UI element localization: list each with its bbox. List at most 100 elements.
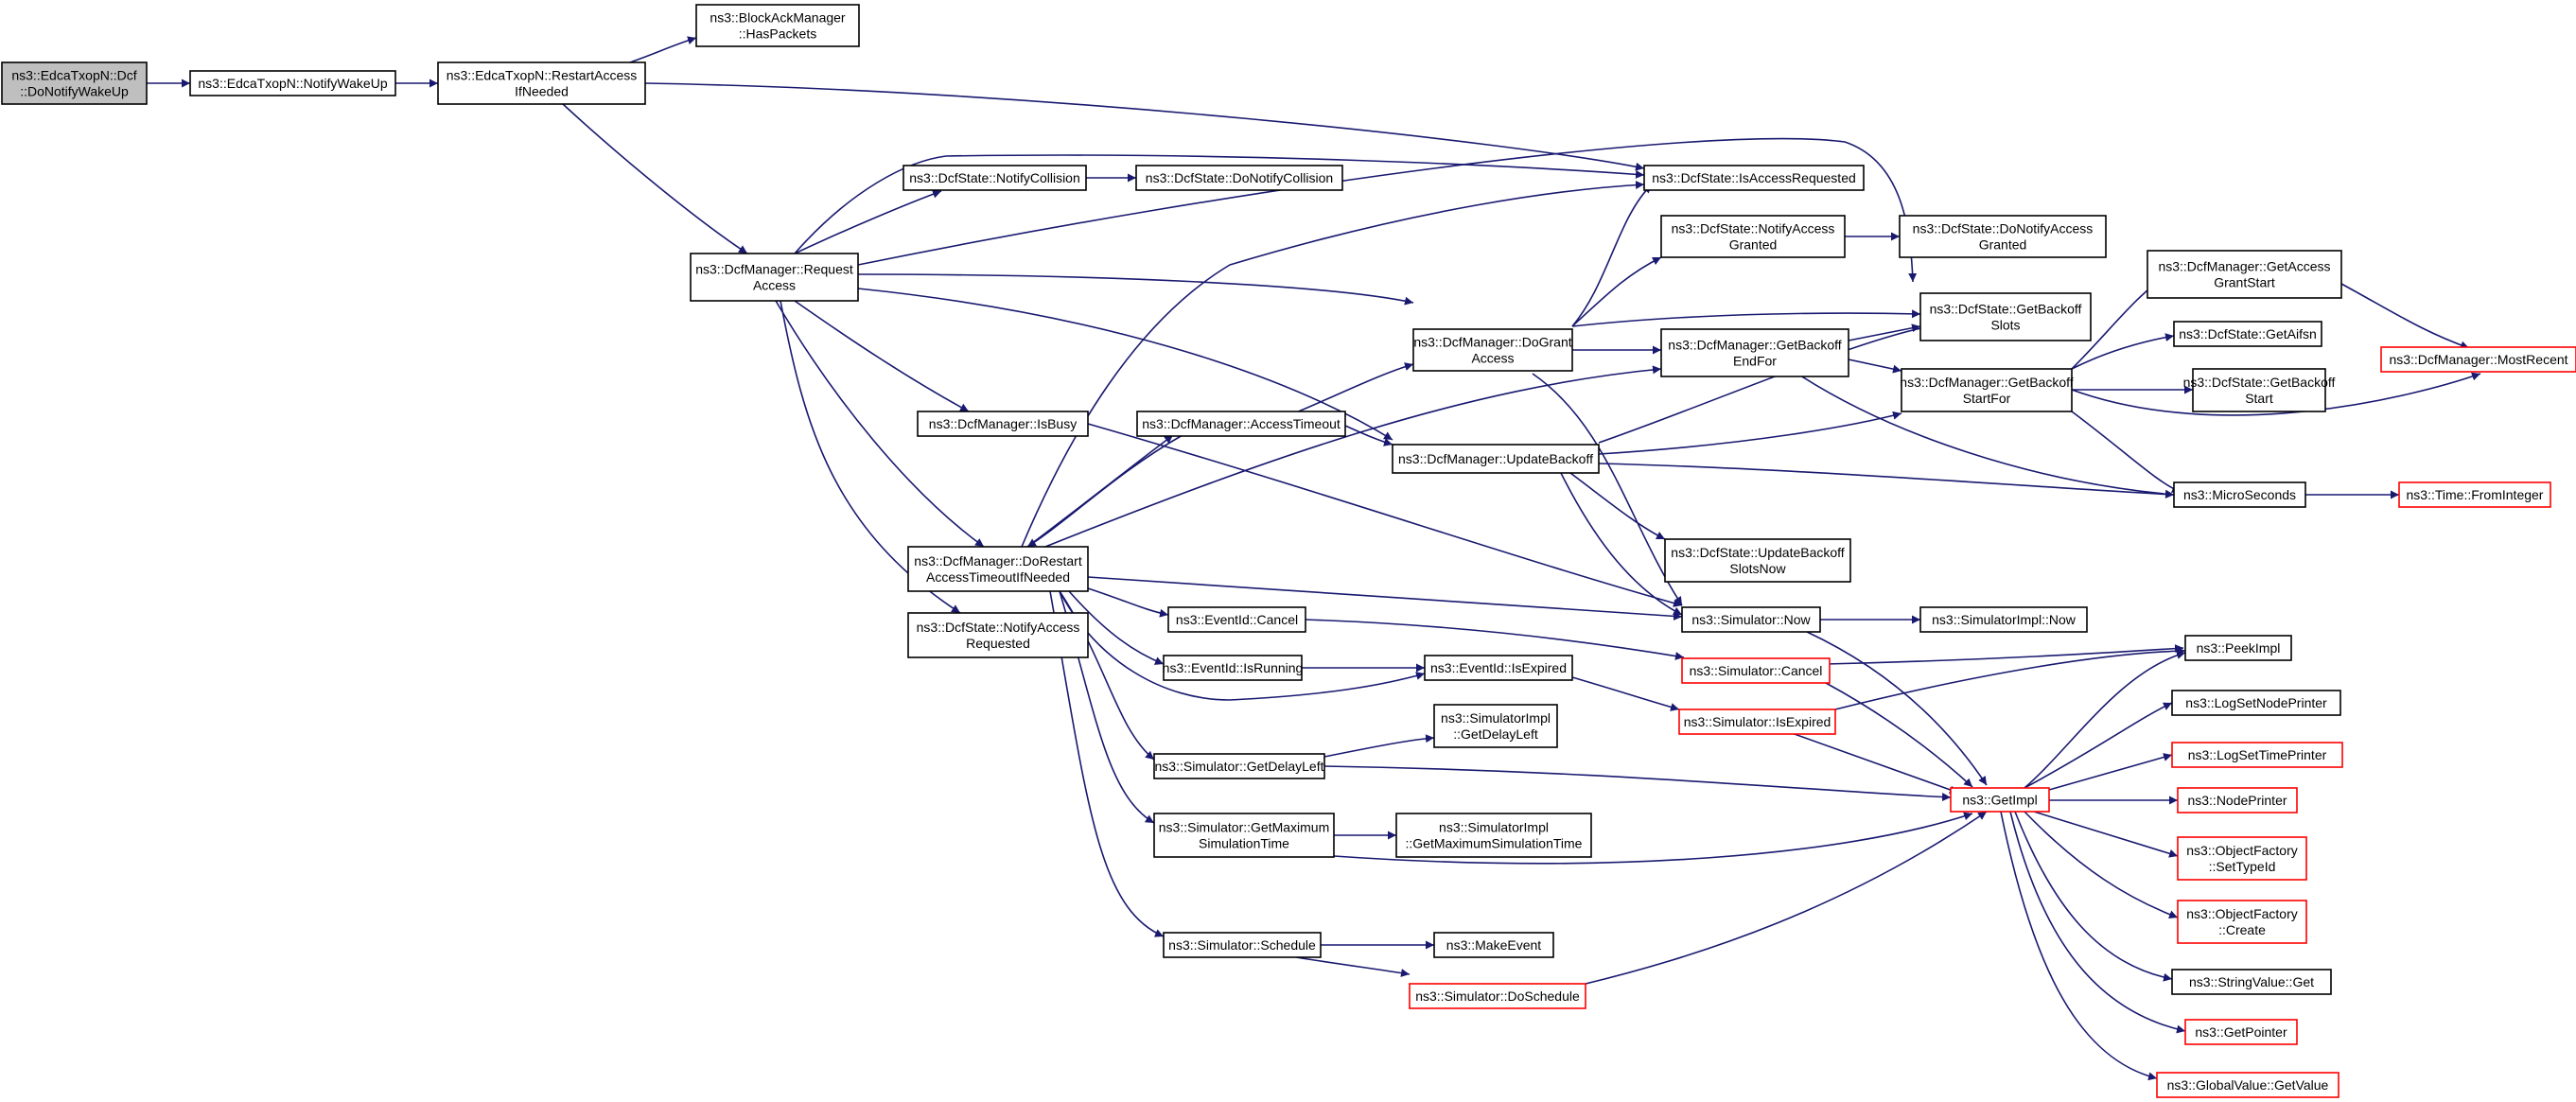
node-box: [1392, 444, 1600, 474]
edge-mostrecent-from-getaccessgrantstart: [2340, 283, 2470, 350]
node-label-line: Slots: [1990, 318, 2020, 333]
node-nodeprinter[interactable]: ns3::NodePrinter: [2177, 787, 2298, 813]
edge-getbackoffendfor-from-dorestart: [1040, 365, 1662, 550]
node-label-line: ns3::DcfManager::GetAccess: [2158, 259, 2330, 274]
node-eventid-isexpired[interactable]: ns3::EventId::IsExpired: [1424, 655, 1573, 681]
node-label-line: ns3::Simulator::Now: [1691, 612, 1811, 627]
edge-getimpl-from-getmaximum: [1333, 812, 1973, 865]
node-objectfactory-create[interactable]: ns3::ObjectFactory::Create: [2177, 900, 2307, 944]
node-simulator-now[interactable]: ns3::Simulator::Now: [1681, 606, 1821, 633]
edge-peekimpl-from-simulatorisexpired: [1834, 646, 2186, 710]
node-label-line: ns3::DcfManager::DoRestart: [914, 553, 1082, 568]
node-simulator-getdelayleft[interactable]: ns3::Simulator::GetDelayLeft: [1153, 753, 1325, 779]
node-box: [1163, 655, 1303, 681]
node-simulatorimpl-getmaximumsimulationtime[interactable]: ns3::SimulatorImpl::GetMaximumSimulation…: [1395, 813, 1592, 858]
edge-isaccessrequested-from-dogrant: [1571, 184, 1653, 327]
node-getimpl[interactable]: ns3::GetImpl: [1950, 787, 2050, 813]
node-box: [1163, 932, 1322, 958]
node-dcfstate-donotifycollision[interactable]: ns3::DcfState::DoNotifyCollision: [1135, 165, 1343, 191]
node-label-line: ::DoNotifyWakeUp: [20, 84, 129, 99]
node-box: [695, 4, 860, 47]
node-logsetnodeprinter[interactable]: ns3::LogSetNodePrinter: [2171, 690, 2341, 716]
node-globalvalue-getvalue[interactable]: ns3::GlobalValue::GetValue: [2156, 1072, 2339, 1098]
edge-now-from-isbusy: [1087, 423, 1683, 607]
node-box: [2192, 368, 2326, 412]
node-label-line: ::HasPackets: [739, 26, 816, 42]
node-peekimpl[interactable]: ns3::PeekImpl: [2184, 635, 2292, 661]
node-dcfmanager-isbusy[interactable]: ns3::DcfManager::IsBusy: [917, 411, 1089, 437]
node-simulatorimpl-now[interactable]: ns3::SimulatorImpl::Now: [1919, 606, 2088, 633]
edge-objectfactorycreate-from-getimpl: [2024, 811, 2179, 918]
node-box: [1409, 983, 1586, 1009]
node-box: [1153, 813, 1335, 858]
node-label-line: ns3::Simulator::Cancel: [1690, 663, 1823, 678]
node-label-line: ns3::DcfManager::IsBusy: [929, 416, 1077, 431]
node-eventid-isrunning[interactable]: ns3::EventId::IsRunning: [1163, 655, 1304, 681]
node-label-line: ns3::BlockAckManager: [710, 10, 846, 26]
node-dcfmanager-dorestartaccesstimeoutifneeded[interactable]: ns3::DcfManager::DoRestartAccessTimeoutI…: [907, 546, 1089, 592]
node-edcatxopn-notifywakeup[interactable]: ns3::EdcaTxopN::NotifyWakeUp: [189, 70, 396, 96]
node-dcfmanager-mostrecent[interactable]: ns3::DcfManager::MostRecent: [2380, 346, 2576, 373]
edge-getpointer-from-getimpl: [2009, 811, 2186, 1034]
node-box: [1681, 657, 1831, 684]
node-box: [1433, 932, 1554, 958]
edge-peekimpl-from-getimpl: [2024, 651, 2186, 789]
node-simulator-cancel[interactable]: ns3::Simulator::Cancel: [1681, 657, 1831, 684]
node-simulatorimpl-getdelayleft[interactable]: ns3::SimulatorImpl::GetDelayLeft: [1433, 704, 1558, 748]
node-simulator-schedule[interactable]: ns3::Simulator::Schedule: [1163, 932, 1322, 958]
node-box: [2147, 250, 2342, 299]
node-makeevent[interactable]: ns3::MakeEvent: [1433, 932, 1554, 958]
edge-peekimpl-from-simulatorcancel: [1825, 644, 2184, 665]
node-dcfmanager-accesstimeout[interactable]: ns3::DcfManager::AccessTimeout: [1136, 411, 1346, 437]
node-label-line: ns3::LogSetTimePrinter: [2188, 747, 2327, 762]
edge-haspackets-from-restartaccess: [623, 36, 697, 65]
node-label-line: ns3::NodePrinter: [2187, 793, 2287, 808]
node-logsettimeprinter[interactable]: ns3::LogSetTimePrinter: [2171, 742, 2343, 768]
edge-getaifsn-from-getbackoffstartfor: [2071, 333, 2175, 370]
node-label-line: ns3::GlobalValue::GetValue: [2167, 1077, 2329, 1093]
node-label-line: ::SetTypeId: [2209, 859, 2276, 874]
node-dcfstate-getaifsn[interactable]: ns3::DcfState::GetAifsn: [2173, 321, 2322, 347]
node-stringvalue-get[interactable]: ns3::StringValue::Get: [2171, 969, 2332, 995]
node-getpointer[interactable]: ns3::GetPointer: [2184, 1019, 2298, 1045]
node-label-line: ns3::DcfState::NotifyCollision: [909, 170, 1080, 185]
node-label-line: ns3::ObjectFactory: [2186, 906, 2298, 921]
node-simulator-isexpired[interactable]: ns3::Simulator::IsExpired: [1678, 708, 1836, 735]
node-label-line: ::GetDelayLeft: [1453, 726, 1538, 742]
edge-requestaccess-from-restartaccess: [562, 103, 748, 254]
node-box: [189, 70, 396, 96]
node-box: [1135, 165, 1343, 191]
node-time-frominteger[interactable]: ns3::Time::FromInteger: [2398, 481, 2551, 508]
node-label-line: Access: [753, 278, 796, 293]
node-eventid-cancel[interactable]: ns3::EventId::Cancel: [1167, 606, 1306, 633]
node-label-line: ns3::DcfState::DoNotifyAccess: [1913, 221, 2094, 236]
node-dcfstate-notifycollision[interactable]: ns3::DcfState::NotifyCollision: [902, 165, 1087, 191]
node-box: [1660, 328, 1849, 377]
node-edcatxopn-dcf-donotifywakeup[interactable]: ns3::EdcaTxopN::Dcf::DoNotifyWakeUp: [1, 61, 148, 105]
node-dcfmanager-updatebackoff[interactable]: ns3::DcfManager::UpdateBackoff: [1392, 444, 1600, 474]
node-label-line: ns3::EdcaTxopN::RestartAccess: [447, 68, 638, 83]
node-dcfstate-isaccessrequested[interactable]: ns3::DcfState::IsAccessRequested: [1643, 165, 1865, 191]
node-simulator-getmaximumsimulationtime[interactable]: ns3::Simulator::GetMaximumSimulationTime: [1153, 813, 1335, 858]
node-microseconds[interactable]: ns3::MicroSeconds: [2173, 481, 2306, 508]
edge-globalvalueget-from-getimpl: [2000, 811, 2158, 1081]
node-blockackmanager-haspackets[interactable]: ns3::BlockAckManager::HasPackets: [695, 4, 860, 47]
node-objectfactory-settypeid[interactable]: ns3::ObjectFactory::SetTypeId: [2177, 836, 2307, 881]
edge-lognodeprinter-from-getimpl: [2024, 702, 2173, 789]
node-label-line: ns3::DcfManager::DoGrant: [1413, 335, 1571, 350]
node-simulator-doschedule[interactable]: ns3::Simulator::DoSchedule: [1409, 983, 1586, 1009]
edge-dogrant-from-accesstimeout: [1295, 362, 1414, 413]
node-box: [2171, 742, 2343, 768]
